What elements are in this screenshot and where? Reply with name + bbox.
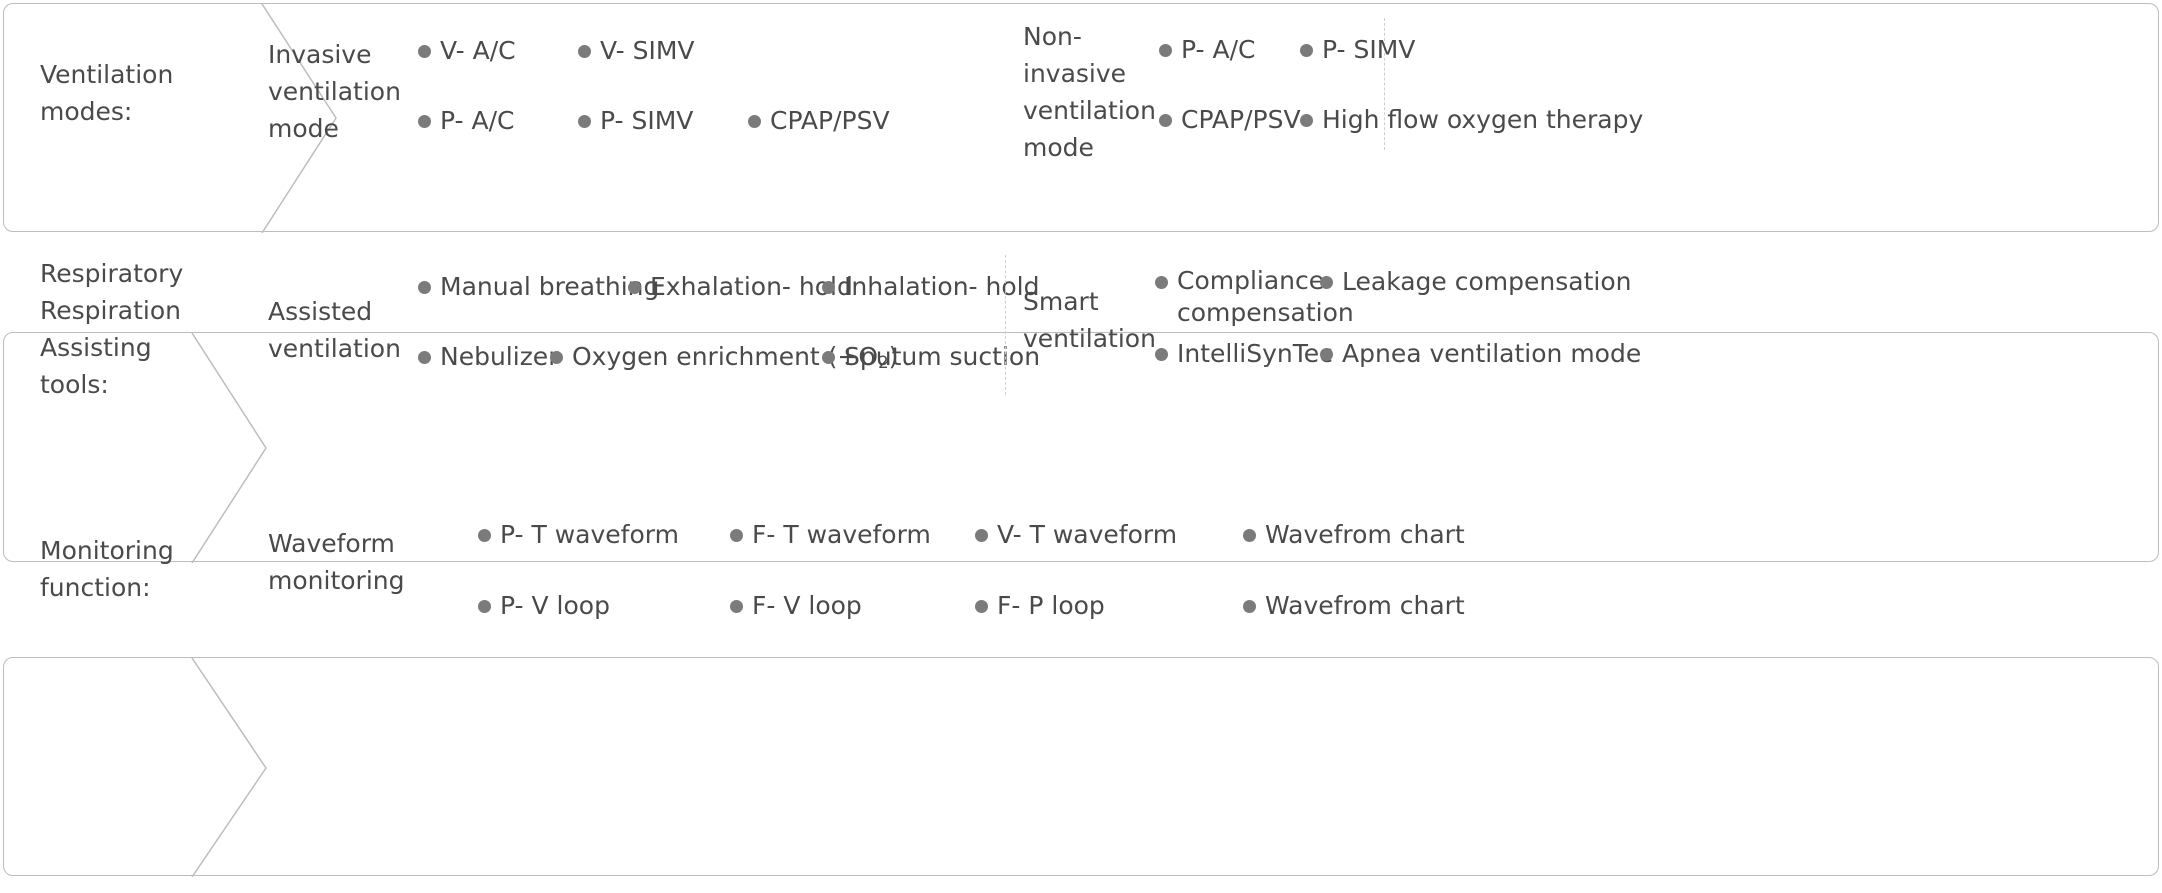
list-item-label: CPAP/PSV (770, 106, 890, 135)
list-item[interactable]: Leakage compensation (1320, 265, 1631, 299)
list-item[interactable]: Sputum suction (822, 340, 1040, 374)
list-item[interactable]: Nebulizer (418, 340, 558, 374)
bullet-dot-icon (418, 45, 431, 58)
list-item[interactable]: P- SIMV (1300, 33, 1415, 67)
list-item[interactable]: Compliance compensation (1155, 265, 1354, 329)
bullet-dot-icon (1320, 348, 1333, 361)
list-item-label: Compliance compensation (1177, 266, 1354, 327)
list-item[interactable]: V- A/C (418, 34, 516, 68)
bullet-dot-icon (1155, 276, 1168, 289)
list-item-label: P- SIMV (1322, 35, 1416, 64)
bullet-dot-icon (1159, 44, 1172, 57)
bullet-dot-icon (730, 529, 743, 542)
list-item[interactable]: F- V loop (730, 589, 862, 623)
group-divider (1384, 18, 1385, 150)
bullet-dot-icon (1320, 276, 1333, 289)
group-divider (1005, 255, 1006, 395)
list-item-label: Apnea ventilation mode (1342, 339, 1642, 368)
list-item-label: Sputum suction (844, 342, 1041, 371)
bullet-dot-icon (1159, 114, 1172, 127)
group-title-assisted-ventilation: Assisted ventilation (268, 297, 401, 363)
bullet-dot-icon (1300, 44, 1313, 57)
list-item[interactable]: V- T waveform (975, 518, 1177, 552)
list-item-label: P- A/C (1181, 35, 1256, 64)
list-item[interactable]: Wavefrom chart (1243, 589, 1465, 623)
group-title-non-invasive-ventilation-mode: Non- invasive ventilation mode (1023, 22, 1156, 162)
row-label-monitoring-function: Monitoring function: (40, 536, 174, 602)
bullet-dot-icon (822, 351, 835, 364)
list-item[interactable]: F- T waveform (730, 518, 931, 552)
bullet-dot-icon (1243, 600, 1256, 613)
list-item-label: Exhalation- hold (650, 272, 853, 301)
list-item-label: Wavefrom chart (1265, 591, 1465, 620)
bullet-dot-icon (628, 281, 641, 294)
bullet-dot-icon (550, 351, 563, 364)
list-item-label: P- T waveform (500, 520, 679, 549)
bullet-dot-icon (418, 281, 431, 294)
list-item[interactable]: Apnea ventilation mode (1320, 337, 1641, 371)
list-item-label: V- A/C (440, 36, 516, 65)
bullet-dot-icon (578, 115, 591, 128)
list-item-label: V- SIMV (600, 36, 695, 65)
list-item-label: Manual breathing (440, 272, 660, 301)
bullet-dot-icon (822, 281, 835, 294)
list-item[interactable]: F- P loop (975, 589, 1105, 623)
bullet-dot-icon (1155, 348, 1168, 361)
list-item-label: Nebulizer (440, 342, 559, 371)
bullet-dot-icon (478, 529, 491, 542)
list-item[interactable]: Exhalation- hold (628, 270, 853, 304)
list-item-label: IntelliSynTec (1177, 339, 1333, 368)
list-item[interactable]: CPAP/PSV (1159, 103, 1301, 137)
list-item[interactable]: High flow oxygen therapy (1300, 103, 1643, 137)
row-label-ventilation-modes: Ventilation modes: (40, 60, 174, 126)
list-item-label: F- T waveform (752, 520, 931, 549)
list-item[interactable]: P- A/C (1159, 33, 1255, 67)
bullet-dot-icon (578, 45, 591, 58)
list-item-label: Inhalation- hold (844, 272, 1040, 301)
list-item-label: P- A/C (440, 106, 515, 135)
list-item[interactable]: IntelliSynTec (1155, 337, 1333, 371)
bullet-dot-icon (418, 115, 431, 128)
list-item-label: F- P loop (997, 591, 1105, 620)
list-item[interactable]: V- SIMV (578, 34, 695, 68)
list-item-label: High flow oxygen therapy (1322, 105, 1644, 134)
list-item[interactable]: CPAP/PSV (748, 104, 890, 138)
list-item[interactable]: P- V loop (478, 589, 610, 623)
list-item-label: CPAP/PSV (1181, 105, 1301, 134)
bullet-dot-icon (418, 351, 431, 364)
bullet-dot-icon (1300, 114, 1313, 127)
list-item[interactable]: P- SIMV (578, 104, 693, 138)
list-item[interactable]: P- A/C (418, 104, 514, 138)
list-item-label: P- V loop (500, 591, 610, 620)
row-card-ventilation-modes (3, 3, 2159, 233)
list-item-label: Wavefrom chart (1265, 520, 1465, 549)
list-item[interactable]: Manual breathing (418, 270, 659, 304)
row-card-respiratory-assisting-tools (3, 332, 2159, 563)
list-item-label: V- T waveform (997, 520, 1178, 549)
list-item-label: F- V loop (752, 591, 862, 620)
bullet-dot-icon (975, 529, 988, 542)
bullet-dot-icon (478, 600, 491, 613)
bullet-dot-icon (748, 115, 761, 128)
list-item[interactable]: Wavefrom chart (1243, 518, 1465, 552)
chevron-arrow-icon (191, 658, 267, 877)
list-item-label: Leakage compensation (1342, 267, 1632, 296)
list-item[interactable]: P- T waveform (478, 518, 679, 552)
bullet-dot-icon (730, 600, 743, 613)
group-title-waveform-monitoring: Waveform monitoring (268, 529, 405, 595)
group-title-invasive-ventilation-mode: Invasive ventilation mode (268, 40, 401, 143)
row-card-monitoring-function (3, 657, 2159, 877)
row-label-respiratory-assisting-tools: Respiratory Respiration Assisting tools: (40, 259, 184, 399)
bullet-dot-icon (975, 600, 988, 613)
group-title-smart-ventilation: Smart ventilation (1023, 287, 1156, 353)
list-item[interactable]: Inhalation- hold (822, 270, 1039, 304)
bullet-dot-icon (1243, 529, 1256, 542)
list-item-label: P- SIMV (600, 106, 694, 135)
